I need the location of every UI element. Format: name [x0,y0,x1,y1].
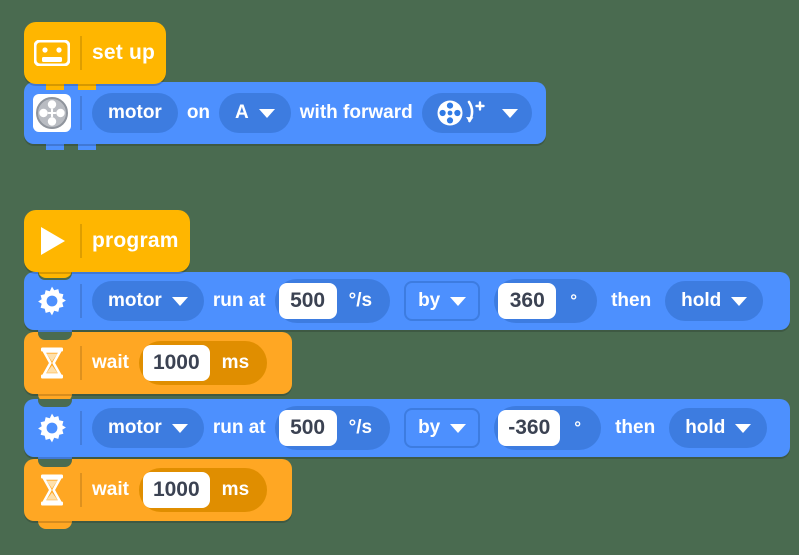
port-dropdown-value: A [235,102,249,123]
wait-1-divider [80,346,82,380]
hourglass-icon [24,459,80,521]
chevron-down-icon [171,423,188,433]
wait-2-bump [38,519,72,529]
speed-unit-label: °/s [348,290,373,311]
motor-target-value: motor [108,290,162,311]
word-on: on [186,102,211,123]
play-icon [24,210,80,272]
setup-hat-label: set up [92,41,156,64]
motor-target-dropdown[interactable]: motor [92,408,204,448]
speed-input[interactable]: 500 [278,283,337,319]
gear-icon-svg [38,286,66,316]
motor-setup-tab-right [78,140,96,150]
word-with-forward: with forward [299,102,413,123]
degrees-unit-label: ° [570,291,578,310]
gear-icon-svg [38,413,66,443]
setup-hat-block[interactable]: set up [24,22,166,84]
motor-run-block-1[interactable]: motor run at 500 °/s by 360 ° then hold [24,272,790,330]
motor-target-value: motor [108,417,162,438]
degrees-input[interactable]: 360 [498,283,557,319]
wait-duration-group[interactable]: 1000 ms [138,468,268,512]
rotation-mode-value: by [418,417,441,438]
hourglass-icon-svg [41,347,63,379]
motor-label-text: motor [108,102,162,123]
chevron-down-icon [450,296,467,306]
chevron-down-icon [501,108,518,118]
wait-unit-label: ms [221,352,250,373]
program-hat-block[interactable]: program [24,210,190,272]
chevron-down-icon [258,108,275,118]
play-icon-svg [41,227,65,255]
speed-input[interactable]: 500 [278,410,337,446]
stop-action-dropdown[interactable]: hold [669,408,768,448]
speed-input-group[interactable]: 500 °/s [274,279,391,323]
word-then: then [611,290,652,311]
direction-dropdown[interactable] [421,93,532,133]
wait-block-2[interactable]: wait 1000 ms [24,459,292,521]
word-run-at: run at [212,290,266,311]
wait-duration-input[interactable]: 1000 [142,345,210,381]
motor-setup-tab-left [46,140,64,150]
wait-2-divider [80,473,82,507]
wait-block-1[interactable]: wait 1000 ms [24,332,292,394]
motor-label-pill[interactable]: motor [92,93,178,133]
degrees-input-group[interactable]: -360 ° [494,406,602,450]
port-dropdown[interactable]: A [219,93,291,133]
wait-2-notch [38,459,72,467]
gear-icon [24,399,80,457]
chevron-down-icon [735,423,752,433]
chevron-down-icon [731,296,748,306]
degrees-input[interactable]: -360 [498,410,561,446]
chevron-down-icon [171,296,188,306]
wait-duration-input[interactable]: 1000 [142,472,210,508]
motor-target-dropdown[interactable]: motor [92,281,204,321]
chevron-down-icon [450,423,467,433]
word-wait: wait [92,479,129,500]
setup-hat-tab-right [78,80,96,90]
motor-wheel-tile [33,94,71,132]
motor-run-2-divider [80,411,82,445]
wait-1-notch [38,332,72,340]
speed-input-group[interactable]: 500 °/s [274,406,391,450]
degrees-input-group[interactable]: 360 ° [494,279,598,323]
motor-setup-block[interactable]: motor on A with forward [24,82,546,144]
word-wait: wait [92,352,129,373]
stop-action-dropdown[interactable]: hold [665,281,764,321]
word-then: then [615,417,656,438]
stop-action-value: hold [685,417,726,438]
motor-run-2-notch [38,399,72,407]
setup-hat-tab-left [46,80,64,90]
degrees-unit-label: ° [574,418,582,437]
motor-wheel-icon [24,82,80,144]
rotation-mode-dropdown[interactable]: by [404,281,481,321]
stop-action-value: hold [681,290,722,311]
hub-icon-svg [34,40,70,66]
motor-run-1-divider [80,284,82,318]
hub-icon [24,22,80,84]
hat-divider [80,36,82,70]
rotation-mode-dropdown[interactable]: by [404,408,481,448]
wait-1-bump [38,392,72,402]
hourglass-icon [24,332,80,394]
wait-unit-label: ms [221,479,250,500]
motor-wheel-icon-svg [36,97,68,129]
wait-duration-group[interactable]: 1000 ms [138,341,268,385]
program-hat-bump [38,268,72,278]
speed-unit-label: °/s [348,417,373,438]
motor-run-block-2[interactable]: motor run at 500 °/s by -360 ° then hold [24,399,790,457]
word-run-at: run at [212,417,266,438]
motor-setup-divider [80,96,82,130]
gear-icon [24,272,80,330]
motor-direction-plus-icon [437,100,485,126]
program-hat-label: program [92,229,179,252]
rotation-mode-value: by [418,290,441,311]
hourglass-icon-svg [41,474,63,506]
program-hat-divider [80,224,82,258]
